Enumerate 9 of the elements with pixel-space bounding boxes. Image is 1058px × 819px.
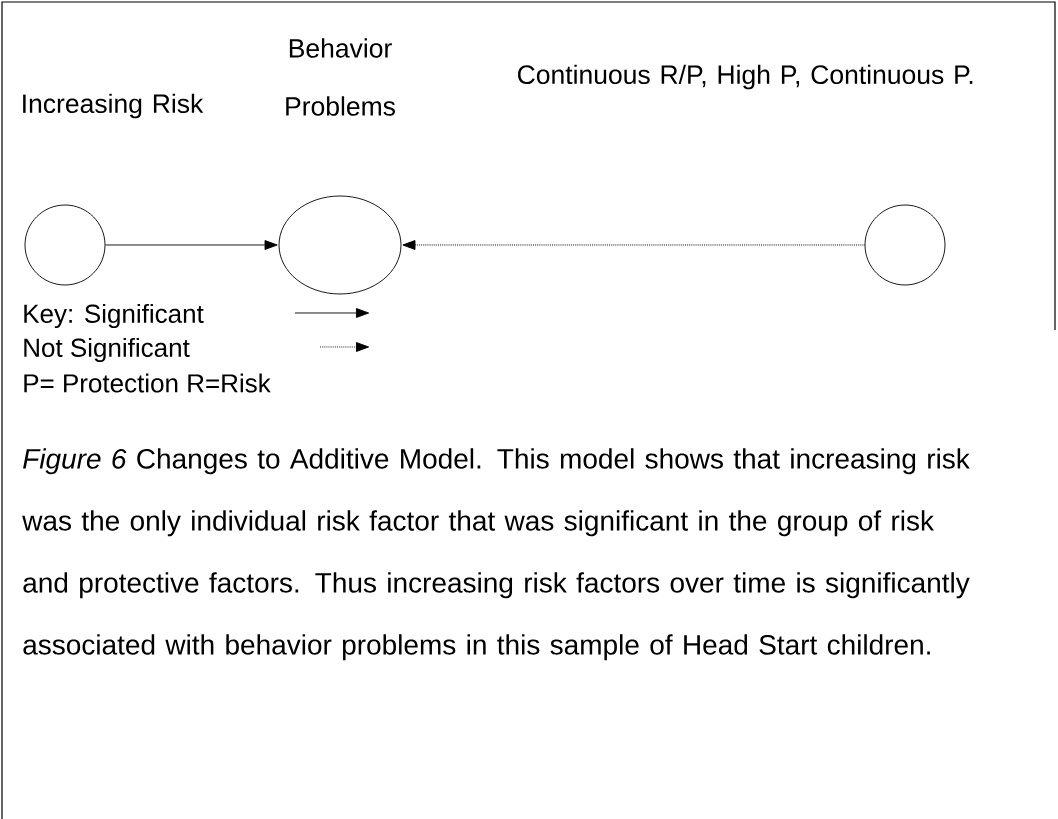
node-label: Behavior Problems (286, 38, 395, 116)
legend-label: Key: Significant (24, 303, 204, 329)
legend-label: Not Significant (24, 337, 190, 363)
key-note: P= Protection R=Risk (24, 373, 271, 393)
caption: Figure 6 Changes to Additive Model. This model shows that increasing risk was the only individual risk factor that was significant in the group of risk and protective factors. Thus increasing risk factors over time is significantly associated with behavior problems in this sample of Head Start children. (22, 448, 970, 661)
arrow (402, 240, 866, 250)
arrow (105, 240, 278, 250)
node-label: Increasing Risk (23, 93, 204, 119)
node-label: Continuous R/P, High P, Continuous P. (518, 64, 973, 90)
